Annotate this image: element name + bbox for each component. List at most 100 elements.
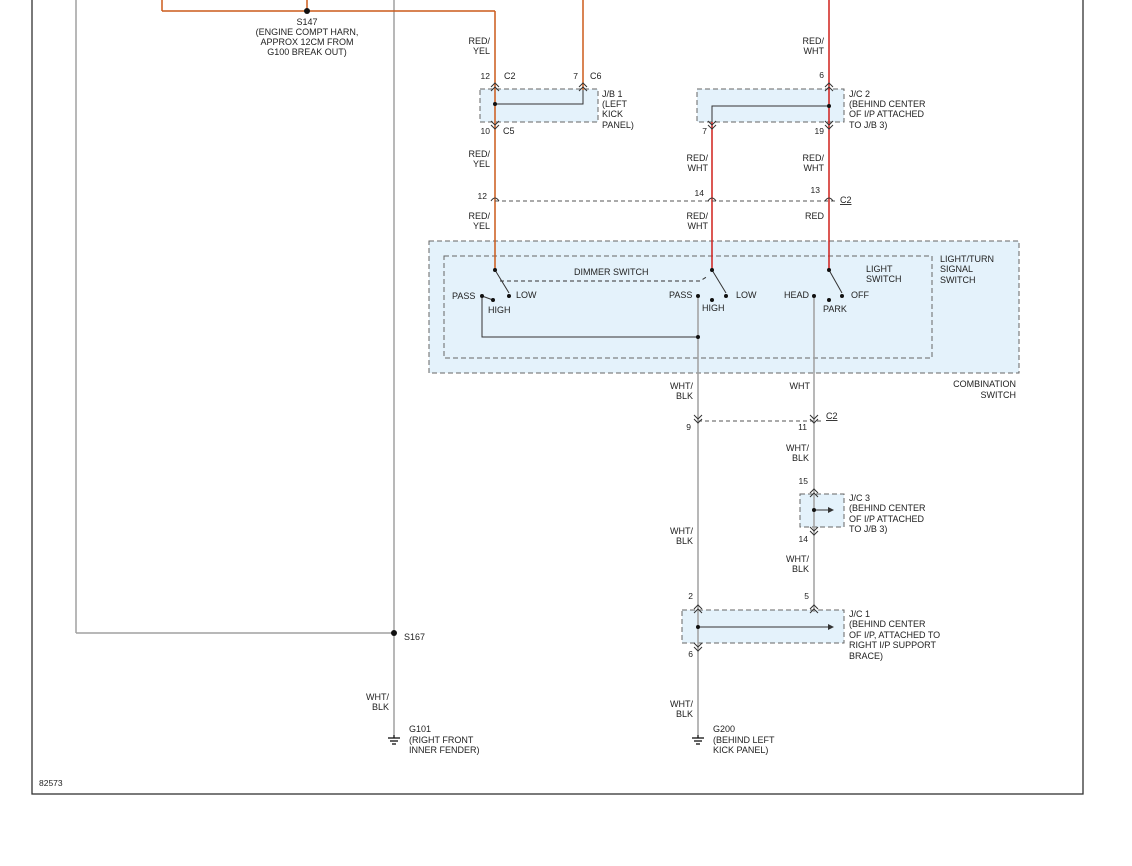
wire-label-red-wht-a1: RED/ xyxy=(686,153,708,163)
pin-14-mid: 14 xyxy=(695,188,705,198)
wire-label-wht-blk-e2: BLK xyxy=(676,709,693,719)
wire-label-red-wht-d2: WHT xyxy=(804,163,825,173)
light-turn-label-3: SWITCH xyxy=(940,275,976,285)
connector-c2-top: C2 xyxy=(504,71,516,81)
pin-9: 9 xyxy=(686,422,691,432)
jc3-label-3: OF I/P ATTACHED xyxy=(849,514,925,524)
wire-label-red-wht-b1: RED/ xyxy=(686,211,708,221)
pos-off: OFF xyxy=(851,290,869,300)
wire-label-red-wht-d1: RED/ xyxy=(802,153,824,163)
pos-high-2: HIGH xyxy=(702,303,725,313)
jc3-label-4: TO J/B 3) xyxy=(849,524,887,534)
wire-label-wht-blk-d2: BLK xyxy=(792,564,809,574)
pass-high-link xyxy=(481,296,698,338)
pin-5: 5 xyxy=(804,591,809,601)
light-turn-label-2: SIGNAL xyxy=(940,264,973,274)
wire-label-wht-blk-a1: WHT/ xyxy=(670,381,693,391)
ground-g101-icon xyxy=(388,735,400,745)
jc2-label-2: (BEHIND CENTER xyxy=(849,99,926,109)
pin-7-top: 7 xyxy=(573,71,578,81)
s147-label: S147 xyxy=(296,17,317,27)
pos-pass-1: PASS xyxy=(452,291,475,301)
pin-19: 19 xyxy=(815,126,825,136)
pin-6-jc1: 6 xyxy=(688,649,693,659)
g200-label-3: KICK PANEL) xyxy=(713,745,768,755)
wire-label-red-wht-b2: WHT xyxy=(688,221,709,231)
connector-pins xyxy=(490,82,834,652)
wire-label-red-yel-a1: RED/ xyxy=(468,36,490,46)
light-switch-label-2: SWITCH xyxy=(866,274,902,284)
pos-high-1: HIGH xyxy=(488,305,511,315)
pin-7-jc2: 7 xyxy=(702,126,707,136)
pos-low-2: LOW xyxy=(736,290,757,300)
wire-label-red-yel-b2: YEL xyxy=(473,159,490,169)
wire-label-wht-blk-f1: WHT/ xyxy=(366,692,389,702)
s167-label: S167 xyxy=(404,632,425,642)
pos-pass-2: PASS xyxy=(669,290,692,300)
s147-desc-3: G100 BREAK OUT) xyxy=(267,47,347,57)
g101-label-1: G101 xyxy=(409,724,431,734)
combination-switch-label-1: COMBINATION xyxy=(953,379,1016,389)
wire-label-wht-blk-c2: BLK xyxy=(676,536,693,546)
ground-g200-icon xyxy=(692,735,704,745)
jc1-label-4: RIGHT I/P SUPPORT xyxy=(849,640,937,650)
wire-label-red-wht-c2: WHT xyxy=(804,46,825,56)
jc3-label-2: (BEHIND CENTER xyxy=(849,503,926,513)
jc2-label-1: J/C 2 xyxy=(849,89,870,99)
jc1-arrow xyxy=(828,624,834,630)
pin-10: 10 xyxy=(481,126,491,136)
jc1-label-2: (BEHIND CENTER xyxy=(849,619,926,629)
g101-label-3: INNER FENDER) xyxy=(409,745,480,755)
g101-label-2: (RIGHT FRONT xyxy=(409,735,474,745)
light-turn-label-1: LIGHT/TURN xyxy=(940,254,994,264)
pin-13: 13 xyxy=(811,185,821,195)
junction-dots xyxy=(304,8,844,636)
pin-6-top: 6 xyxy=(819,70,824,80)
s147-desc-1: (ENGINE COMPT HARN, xyxy=(256,27,359,37)
jb1-box xyxy=(479,88,599,123)
jb1-internal xyxy=(495,90,584,105)
wire-label-red-wht-a2: WHT xyxy=(688,163,709,173)
jc1-label-5: BRACE) xyxy=(849,651,883,661)
wire-label-red-yel-c1: RED/ xyxy=(468,211,490,221)
wire-label-red-yel-b1: RED/ xyxy=(468,149,490,159)
dimmer-switch-label: DIMMER SWITCH xyxy=(574,267,649,277)
dimmer-blade-1 xyxy=(494,269,510,294)
jc3-arrow xyxy=(828,507,834,513)
g200-label-2: (BEHIND LEFT xyxy=(713,735,775,745)
connector-c5: C5 xyxy=(503,126,515,136)
dimmer-blade-2 xyxy=(711,269,727,294)
pin-15: 15 xyxy=(799,476,809,486)
wire-label-wht-blk-c1: WHT/ xyxy=(670,526,693,536)
diagram-id: 82573 xyxy=(39,778,63,788)
pin-12-mid: 12 xyxy=(478,191,488,201)
light-turn-switch-box xyxy=(443,255,933,359)
pin-2: 2 xyxy=(688,591,693,601)
connector-c2-bottom: C2 xyxy=(826,411,838,421)
wire-label-wht-blk-b1: WHT/ xyxy=(786,443,809,453)
pos-low-1: LOW xyxy=(516,290,537,300)
jc2-label-4: TO J/B 3) xyxy=(849,120,887,130)
wire-label-wht-blk-d1: WHT/ xyxy=(786,554,809,564)
g200-label-1: G200 xyxy=(713,724,735,734)
wire-label-red: RED xyxy=(805,211,825,221)
jc2-internal xyxy=(711,105,829,122)
wire-label-wht-blk-e1: WHT/ xyxy=(670,699,693,709)
wire-label-wht-blk-a2: BLK xyxy=(676,391,693,401)
s147-desc-2: APPROX 12CM FROM xyxy=(260,37,353,47)
jb1-label-3: KICK xyxy=(602,109,623,119)
wire-label-wht-blk-b2: BLK xyxy=(792,453,809,463)
jc3-label-1: J/C 3 xyxy=(849,493,870,503)
jc2-label-3: OF I/P ATTACHED xyxy=(849,109,925,119)
wire-label-red-yel-a2: YEL xyxy=(473,46,490,56)
pin-11: 11 xyxy=(798,422,807,432)
connector-c6: C6 xyxy=(590,71,602,81)
pos-head: HEAD xyxy=(784,290,810,300)
jc1-label-1: J/C 1 xyxy=(849,609,870,619)
light-blade xyxy=(828,269,843,294)
pin-14-jc3: 14 xyxy=(799,534,809,544)
dimmer-link xyxy=(500,275,709,282)
connector-c2-mid: C2 xyxy=(840,195,852,205)
jc1-label-3: OF I/P, ATTACHED TO xyxy=(849,630,940,640)
